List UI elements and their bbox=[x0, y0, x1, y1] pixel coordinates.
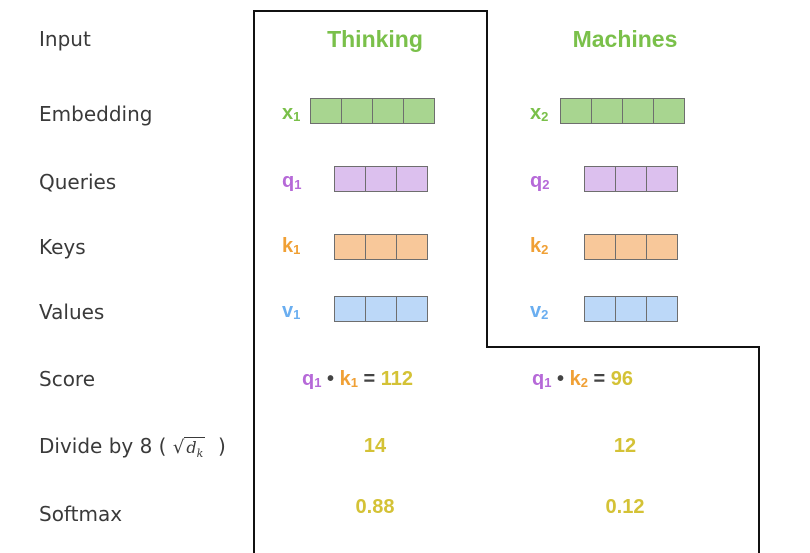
symbol-v1: v1 bbox=[282, 300, 301, 322]
vector-query-q2 bbox=[584, 166, 678, 192]
vector-cell bbox=[396, 234, 428, 260]
vector-embedding-x2 bbox=[560, 98, 685, 124]
vector-cell bbox=[646, 234, 678, 260]
vector-cell bbox=[646, 166, 678, 192]
vector-cell bbox=[334, 296, 366, 322]
row-label-values: Values bbox=[39, 300, 105, 324]
dot-operator: • bbox=[557, 368, 565, 390]
symbol-x2: x2 bbox=[530, 102, 549, 124]
vector-cell bbox=[653, 98, 685, 124]
vector-cell bbox=[396, 166, 428, 192]
row-label-score: Score bbox=[39, 367, 96, 391]
vector-cell bbox=[310, 98, 342, 124]
vector-cell bbox=[615, 296, 647, 322]
sqrt-dk-formula: √dk bbox=[172, 437, 206, 461]
vector-query-q1 bbox=[334, 166, 428, 192]
symbol-v2: v2 bbox=[530, 300, 549, 322]
vector-value-v1 bbox=[334, 296, 428, 322]
vector-cell bbox=[341, 98, 373, 124]
vector-cell bbox=[584, 296, 616, 322]
vector-cell bbox=[591, 98, 623, 124]
row-label-keys: Keys bbox=[39, 235, 86, 259]
symbol-x1: x1 bbox=[282, 102, 301, 124]
symbol-q1: q1 bbox=[282, 170, 302, 192]
dot-operator: • bbox=[327, 368, 335, 390]
divided-value-machines: 12 bbox=[613, 435, 637, 457]
vector-cell bbox=[334, 166, 366, 192]
score-value-thinking: 112 bbox=[380, 368, 414, 390]
symbol-k1: k1 bbox=[282, 235, 301, 257]
sqrt-dk-sub: k bbox=[196, 447, 204, 461]
word-machines: Machines bbox=[572, 26, 678, 52]
score-q1-m: q1 bbox=[532, 368, 552, 390]
divide-suffix: ) bbox=[217, 434, 226, 458]
vector-cell bbox=[365, 166, 397, 192]
vector-cell bbox=[365, 234, 397, 260]
sqrt-dk-base: d bbox=[186, 438, 197, 457]
divided-value-thinking: 14 bbox=[363, 435, 387, 457]
vector-cell bbox=[646, 296, 678, 322]
equals-sign: = bbox=[593, 368, 606, 390]
row-label-input: Input bbox=[39, 27, 91, 51]
vector-cell bbox=[615, 166, 647, 192]
vector-cell bbox=[584, 166, 616, 192]
symbol-k2: k2 bbox=[530, 235, 549, 257]
divide-prefix: Divide by 8 ( bbox=[39, 434, 167, 458]
score-k2: k2 bbox=[569, 368, 588, 390]
word-thinking: Thinking bbox=[327, 26, 423, 52]
score-q1: q1 bbox=[302, 368, 322, 390]
score-expression-machines: q1 • k2 = 96 bbox=[532, 367, 633, 395]
vector-cell bbox=[396, 296, 428, 322]
vector-cell bbox=[365, 296, 397, 322]
softmax-value-machines: 0.12 bbox=[605, 496, 645, 518]
symbol-q2: q2 bbox=[530, 170, 550, 192]
equals-sign: = bbox=[363, 368, 376, 390]
vector-cell bbox=[622, 98, 654, 124]
vector-cell bbox=[372, 98, 404, 124]
vector-cell bbox=[334, 234, 366, 260]
vector-cell bbox=[560, 98, 592, 124]
row-label-queries: Queries bbox=[39, 170, 117, 194]
row-label-softmax: Softmax bbox=[39, 502, 123, 526]
score-k1: k1 bbox=[339, 368, 358, 390]
vector-cell bbox=[403, 98, 435, 124]
vector-cell bbox=[584, 234, 616, 260]
score-value-machines: 96 bbox=[610, 368, 634, 390]
score-expression-thinking: q1 • k1 = 112 bbox=[302, 367, 413, 395]
vector-value-v2 bbox=[584, 296, 678, 322]
vector-key-k1 bbox=[334, 234, 428, 260]
row-label-embedding: Embedding bbox=[39, 102, 153, 126]
softmax-value-thinking: 0.88 bbox=[355, 496, 395, 518]
vector-cell bbox=[615, 234, 647, 260]
row-label-divide: Divide by 8 ( √dk ) bbox=[39, 434, 226, 466]
vector-embedding-x1 bbox=[310, 98, 435, 124]
vector-key-k2 bbox=[584, 234, 678, 260]
